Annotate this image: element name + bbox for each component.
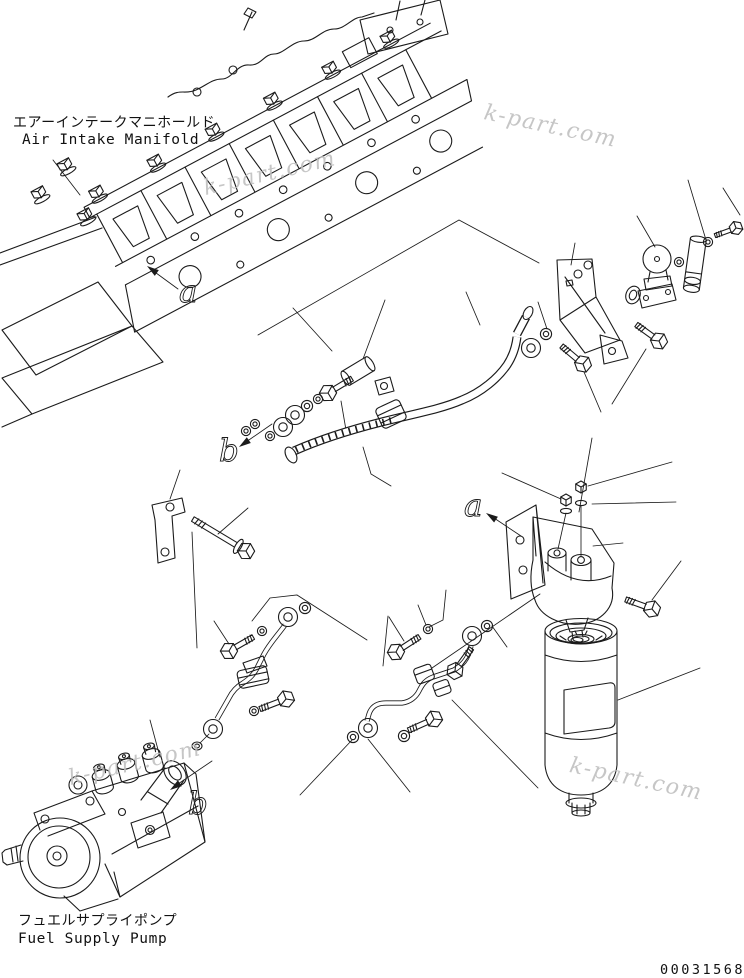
view-marker-a: a: [179, 274, 197, 310]
bracket-bolt: [556, 339, 594, 375]
fuel-tube-right: [346, 623, 483, 744]
fuel-hose-assembly: [240, 305, 553, 465]
fuel-filter-cartridge: [545, 619, 617, 817]
watermark: k-part.com: [482, 100, 620, 153]
watermark: k-part.com: [567, 753, 705, 806]
view-marker-b: b: [219, 433, 239, 469]
air-intake-manifold-drawing: [0, 0, 498, 427]
doc-number: 00031568: [660, 962, 744, 978]
air-intake-manifold-label-en: Air Intake Manifold: [22, 132, 199, 148]
priming-valve: [623, 245, 676, 308]
direction-arrows: [147, 266, 521, 790]
small-bracket: [152, 498, 185, 563]
fuel-supply-pump-label-en: Fuel Supply Pump: [18, 931, 167, 947]
canister-part: [683, 235, 707, 293]
washer: [673, 256, 685, 268]
fuel-supply-pump-label-jp: フュエルサプライポンプ: [18, 913, 177, 929]
filter-bolt: [623, 591, 662, 619]
callout-line-v: [258, 220, 539, 335]
fuel-supply-pump-drawing: [2, 740, 205, 911]
view-marker-a2: a: [464, 488, 482, 524]
long-bolt: [188, 512, 258, 563]
watermark: k-part.com: [66, 736, 204, 791]
mount-bracket: [557, 259, 628, 364]
view-marker-b2: b: [188, 786, 208, 822]
bracket-bolt: [631, 318, 670, 353]
fuel-filter-head: [506, 480, 614, 643]
fuel-tube-left: [202, 601, 312, 740]
air-intake-manifold-label-jp: エアーインテークマニホールド: [13, 115, 215, 131]
watermark: k-part.com: [201, 146, 339, 201]
fitting-bolt: [713, 219, 744, 242]
